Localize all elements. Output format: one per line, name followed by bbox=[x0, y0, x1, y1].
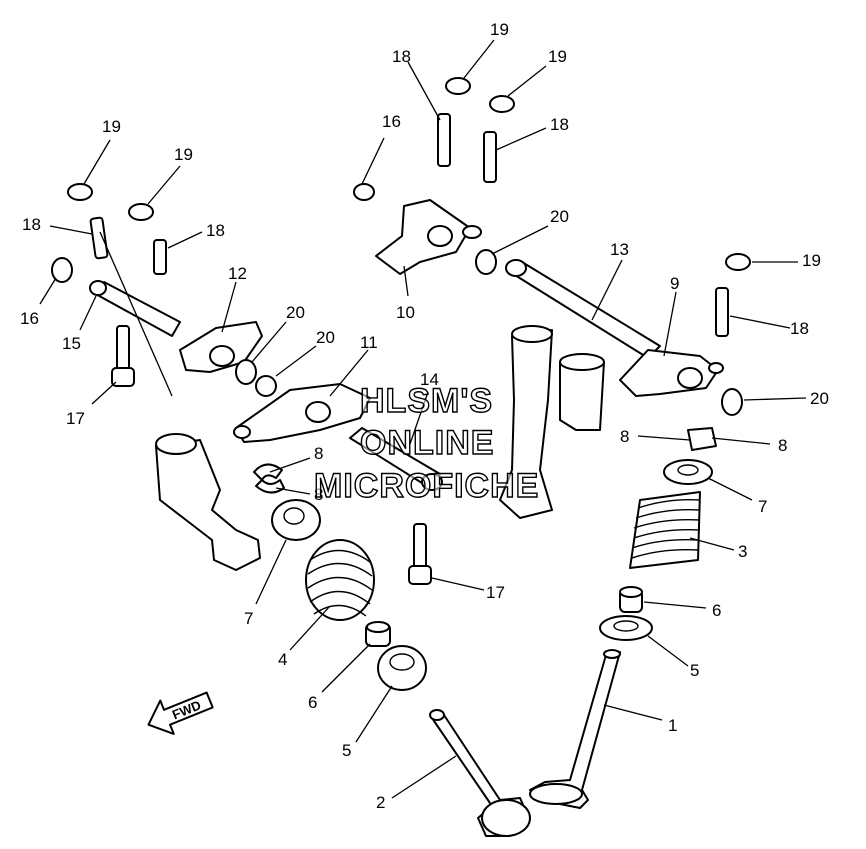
bolt-part-17-a bbox=[111, 325, 135, 387]
rocker-shaft-part-14 bbox=[349, 427, 443, 491]
rocker-shaft-part-13 bbox=[505, 259, 661, 359]
retainer-part-7-right bbox=[663, 459, 713, 485]
callout-17-a: 17 bbox=[66, 409, 85, 428]
callout-8-d: 8 bbox=[314, 485, 323, 504]
callout-18-c: 18 bbox=[392, 47, 411, 66]
forward-direction-arrow: FWD bbox=[147, 691, 214, 735]
stud-part-18-d bbox=[483, 131, 497, 183]
gasket-part-20-d bbox=[721, 388, 743, 416]
valve-part-2 bbox=[429, 709, 531, 837]
watermark: HLSM'S ONLINE MICROFICHE bbox=[313, 381, 539, 505]
callout-8-c: 8 bbox=[314, 444, 323, 463]
watermark-line-2: ONLINE bbox=[360, 424, 494, 462]
callout-10: 10 bbox=[396, 303, 415, 322]
valve-assembly-left bbox=[155, 433, 261, 571]
rocker-arm-part-9 bbox=[619, 349, 724, 397]
callout-20-a: 20 bbox=[550, 207, 569, 226]
gasket-part-20-a bbox=[475, 249, 497, 275]
nut-part-19-e bbox=[725, 253, 751, 271]
spring-seat-part-5-left bbox=[377, 645, 427, 691]
nut-part-19-a bbox=[67, 183, 93, 201]
callout-11: 11 bbox=[360, 333, 378, 352]
callout-18-d: 18 bbox=[550, 115, 569, 134]
callout-18-a: 18 bbox=[22, 215, 41, 234]
callout-2: 2 bbox=[376, 793, 385, 812]
callout-12: 12 bbox=[228, 264, 247, 283]
callout-20-d: 20 bbox=[810, 389, 829, 408]
valve-assembly-upper-right bbox=[559, 353, 605, 431]
rocker-shaft-part-15 bbox=[89, 280, 181, 337]
o-ring-part-16-a bbox=[51, 257, 73, 283]
callout-7-left: 7 bbox=[244, 609, 253, 628]
callout-18-e: 18 bbox=[790, 319, 809, 338]
bolt-part-17-b bbox=[408, 523, 432, 585]
rocker-arm-part-12 bbox=[179, 321, 263, 373]
callout-17-b: 17 bbox=[486, 583, 505, 602]
callout-13: 13 bbox=[610, 240, 629, 259]
retainer-part-7-left bbox=[271, 499, 321, 541]
watermark-line-3: MICROFICHE bbox=[314, 467, 539, 505]
valve-spring-part-3 bbox=[629, 491, 701, 569]
callout-6-left: 6 bbox=[308, 693, 317, 712]
callout-9: 9 bbox=[670, 274, 679, 293]
stud-part-18-b bbox=[153, 239, 167, 275]
o-ring-part-16-b bbox=[353, 183, 375, 201]
callout-16-a: 16 bbox=[20, 309, 39, 328]
cotter-part-8-left bbox=[253, 463, 285, 494]
callout-labels: 1 2 3 4 5 5 6 6 7 7 8 8 8 8 9 10 11 12 1… bbox=[20, 20, 829, 812]
valve-part-1 bbox=[529, 649, 621, 809]
callout-20-b: 20 bbox=[286, 303, 305, 322]
cotter-part-8-right bbox=[687, 427, 717, 451]
callout-19-b: 19 bbox=[174, 145, 193, 164]
callout-19-c: 19 bbox=[490, 20, 509, 39]
nut-part-19-d bbox=[489, 95, 515, 113]
callout-8-b: 8 bbox=[778, 436, 787, 455]
callout-4: 4 bbox=[278, 650, 287, 669]
spring-seat-part-5-right bbox=[599, 615, 653, 641]
stud-part-18-c bbox=[437, 113, 451, 167]
callout-16-b: 16 bbox=[382, 112, 401, 131]
gasket-part-20-c bbox=[255, 375, 277, 397]
callout-1: 1 bbox=[668, 716, 677, 735]
stem-seal-part-6-left bbox=[365, 621, 391, 647]
callout-8-a: 8 bbox=[620, 427, 629, 446]
valve-assembly-upper-left bbox=[499, 325, 553, 519]
watermark-line-1: HLSM'S bbox=[360, 382, 493, 420]
nut-part-19-c bbox=[445, 77, 471, 95]
stem-seal-part-6-right bbox=[619, 586, 643, 613]
callout-3: 3 bbox=[738, 542, 747, 561]
callout-15: 15 bbox=[62, 334, 81, 353]
gasket-part-20-b bbox=[235, 359, 257, 385]
rocker-arm-part-11 bbox=[233, 383, 371, 443]
nut-part-19-b bbox=[128, 203, 154, 221]
callout-19-a: 19 bbox=[102, 117, 121, 136]
leader-lines bbox=[39, 39, 807, 799]
callout-20-c: 20 bbox=[316, 328, 335, 347]
callout-14: 14 bbox=[420, 370, 439, 389]
callout-18-b: 18 bbox=[206, 221, 225, 240]
stud-part-18-a bbox=[89, 216, 109, 260]
rocker-arm-part-10 bbox=[375, 199, 482, 275]
callout-19-e: 19 bbox=[802, 251, 821, 270]
callout-5-right: 5 bbox=[690, 661, 699, 680]
stud-part-18-e bbox=[715, 287, 729, 337]
callout-19-d: 19 bbox=[548, 47, 567, 66]
valve-spring-part-4 bbox=[305, 539, 375, 621]
callout-6-right: 6 bbox=[712, 601, 721, 620]
callout-7-right: 7 bbox=[758, 497, 767, 516]
callout-5-left: 5 bbox=[342, 741, 351, 760]
